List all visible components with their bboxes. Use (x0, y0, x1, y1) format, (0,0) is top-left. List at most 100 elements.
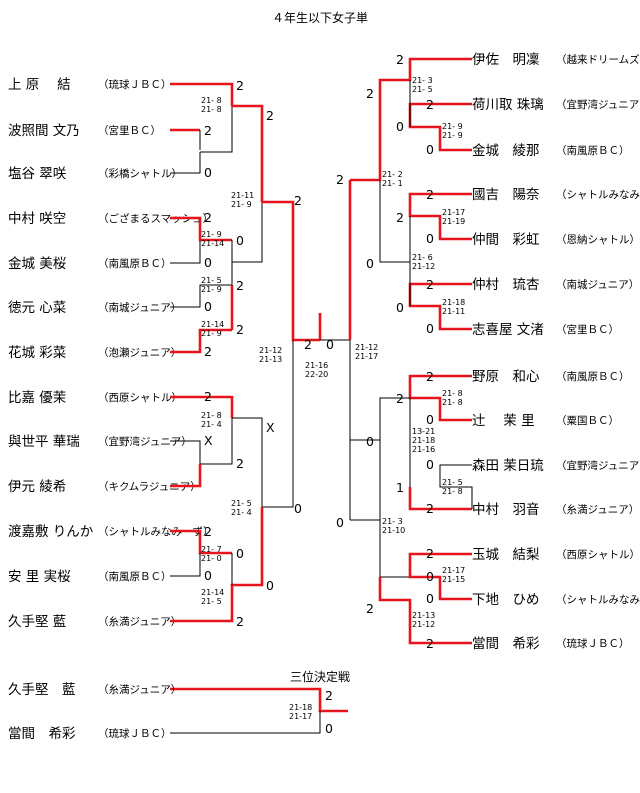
player-name: 金城 綾那 (472, 143, 540, 159)
player-club: （シャトルみなみーず） (98, 526, 214, 538)
match-score: 2 (426, 369, 434, 384)
bracket-line (439, 464, 473, 509)
player-name: 中村 羽音 (472, 501, 540, 518)
third-place-title: 三位決定戦 (290, 669, 350, 684)
match-score: 0 (325, 721, 333, 736)
winner-line (232, 104, 264, 202)
winner-line (408, 102, 472, 152)
match-score: 0 (266, 578, 274, 593)
bracket-line (232, 340, 294, 508)
game-score: 21- 8 (201, 105, 222, 114)
game-score: 21- 8 (442, 389, 463, 398)
game-score: 21-18 (412, 436, 435, 445)
player-name: 塩谷 翠咲 (8, 166, 67, 182)
player-club: （恩納シャトル） (556, 233, 640, 246)
player-name: 下地 ひめ (472, 592, 540, 608)
player-club: （粟国ＢＣ） (556, 415, 619, 427)
winner-line (170, 216, 232, 242)
match-score: 2 (366, 601, 374, 616)
bracket-line (200, 106, 233, 153)
player-club: （琉球ＪＢＣ） (98, 727, 172, 740)
game-score: 21- 8 (442, 487, 463, 496)
game-score: 21-16 (305, 361, 328, 370)
match-score: 2 (325, 688, 333, 703)
match-score: 2 (426, 97, 434, 112)
bracket-line (320, 339, 351, 440)
game-score: 21- 5 (442, 478, 463, 487)
player-name: 花城 彩菜 (8, 345, 66, 361)
player-name: 森田 茉日琉 (472, 457, 544, 474)
winner-line (350, 57, 472, 182)
game-score: 21- 9 (201, 329, 222, 338)
match-score: 0 (426, 591, 434, 606)
match-score: 0 (426, 457, 434, 472)
game-score: 21-14 (201, 320, 224, 329)
game-score: 21- 3 (412, 76, 433, 85)
match-score: 2 (304, 337, 312, 352)
game-score: 21- 5 (412, 85, 433, 94)
game-score: 21-11 (442, 307, 465, 316)
match-score: 0 (204, 568, 212, 583)
winner-line (170, 395, 234, 418)
game-score: 21-17 (442, 208, 465, 217)
winner-line (170, 82, 234, 106)
match-score: 0 (426, 142, 434, 157)
game-score: 21-15 (442, 575, 465, 584)
game-score: 21- 9 (201, 285, 222, 294)
game-score: 21-12 (259, 346, 282, 355)
winner-line (170, 328, 232, 354)
player-name: 志喜屋 文渚 (472, 322, 544, 338)
game-score: 21-19 (442, 217, 465, 226)
match-score: 0 (366, 256, 374, 271)
match-score: X (204, 433, 213, 448)
game-score: 21- 4 (231, 508, 252, 517)
match-score: 2 (426, 636, 434, 651)
player-club: （南風原ＢＣ） (556, 144, 630, 157)
player-club: （糸満ジュニア） (556, 504, 639, 516)
match-score: 2 (396, 210, 404, 225)
bracket-line (350, 519, 381, 577)
bracket-line (379, 180, 411, 263)
player-name: 與世平 華瑞 (8, 434, 80, 450)
player-name: 辻 茉 里 (472, 412, 535, 429)
match-score: 0 (204, 299, 212, 314)
match-score: 2 (366, 86, 374, 101)
winner-line (408, 282, 472, 331)
player-name: 中村 咲空 (8, 211, 66, 227)
player-club: （西原シャトル） (98, 392, 182, 404)
match-score: 2 (426, 501, 434, 516)
player-club: （南風原ＢＣ） (98, 257, 172, 270)
game-score: 21-18 (289, 703, 312, 712)
match-score: 2 (396, 52, 404, 67)
game-score: 21- 4 (201, 420, 222, 429)
match-score: X (266, 420, 275, 435)
match-score: 0 (426, 231, 434, 246)
match-score: 0 (426, 412, 434, 427)
bracket-line (170, 553, 201, 577)
player-name: 野原 和心 (472, 369, 540, 385)
player-club: （キクムラジュニア） (98, 481, 201, 493)
match-score: 0 (366, 434, 374, 449)
player-name: 比嘉 優茉 (8, 389, 66, 406)
game-score: 21- 9 (201, 230, 222, 239)
match-score: 2 (204, 344, 212, 359)
player-club: （ござまるスマッシュ） (98, 212, 213, 225)
match-score: 0 (326, 337, 334, 352)
game-score: 21- 6 (412, 253, 433, 262)
game-score: 21-13 (259, 355, 282, 364)
game-score: 21- 8 (201, 96, 222, 105)
winner-line (408, 487, 472, 511)
player-name: 伊元 綾希 (8, 479, 66, 495)
game-score: 21- 5 (231, 499, 252, 508)
game-score: 21- 3 (382, 517, 403, 526)
player-club: （琉球ＪＢＣ） (98, 78, 172, 91)
player-club: （越来ドリームズ） (556, 53, 640, 66)
match-score: 2 (236, 78, 244, 93)
player-club: （宮里ＢＣ） (98, 124, 161, 137)
game-score: 21-10 (382, 526, 405, 535)
player-club: （泡瀬ジュニア） (98, 346, 181, 359)
game-score: 21-17 (442, 566, 465, 575)
match-score: 2 (236, 456, 244, 471)
game-score: 21-12 (412, 620, 435, 629)
